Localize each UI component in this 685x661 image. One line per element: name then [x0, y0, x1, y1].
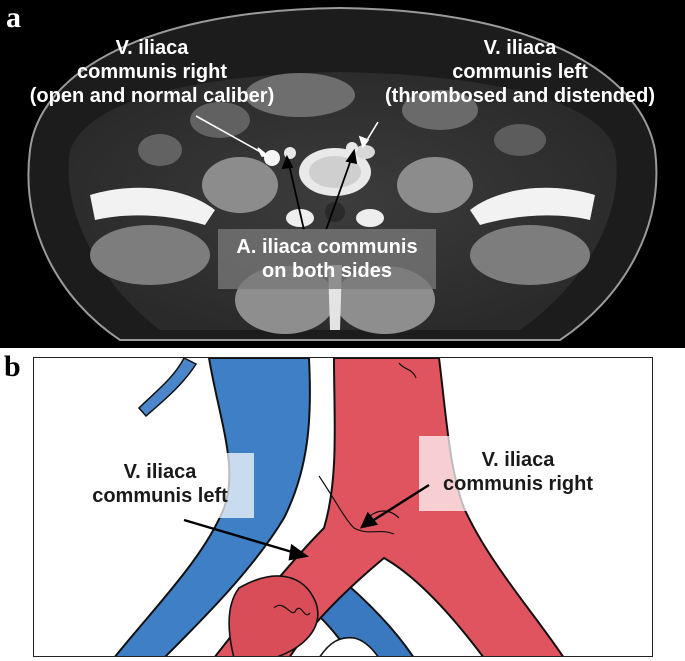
illustration-panel — [33, 357, 653, 657]
gluteal-muscle-right — [90, 225, 210, 285]
arrow-left-vein — [183, 518, 300, 556]
label-b-left: V. iliaca communis left — [70, 460, 250, 508]
label-line: on both sides — [262, 260, 392, 282]
bifurcation-gap — [319, 636, 379, 656]
artery-iliaca-left — [346, 142, 358, 154]
label-box-right — [419, 436, 604, 511]
ct-scan-panel — [0, 0, 685, 348]
label-line: V. iliaca — [115, 37, 189, 59]
facet-joint — [356, 209, 384, 227]
vein-iliaca-right — [264, 150, 280, 166]
sketch-line — [318, 475, 395, 535]
bowel-loop — [190, 102, 250, 138]
ct-scan-image — [27, 6, 658, 341]
label-artery: A. iliaca communis on both sides — [218, 235, 436, 283]
bowel-loop — [402, 90, 478, 130]
sketch-line — [398, 362, 417, 379]
panel-letter-b: b — [4, 350, 21, 383]
panel-letter-a: a — [6, 1, 21, 34]
facet-joint — [286, 209, 314, 227]
psoas-muscle-left — [397, 157, 473, 213]
label-line: communis right — [76, 61, 227, 83]
artery-label-box — [218, 229, 436, 289]
arrow-head — [281, 154, 294, 170]
label-line: communis left — [452, 61, 588, 83]
vertebral-marrow — [309, 156, 361, 188]
arrow-head — [257, 147, 271, 157]
arrow-right-vein — [368, 483, 430, 525]
label-line: communis left — [92, 485, 228, 507]
label-line: A. iliaca communis — [236, 236, 418, 258]
vein-iliaca-left — [355, 145, 375, 159]
sketch-line — [273, 604, 311, 616]
iliac-bone-right — [90, 187, 215, 225]
label-vein-left: V. iliaca communis left (thrombosed and … — [356, 36, 684, 108]
iliac-bone-left — [470, 187, 595, 225]
arrow-artery-right — [287, 159, 305, 231]
psoas-muscle-right — [202, 157, 278, 213]
bowel-loop — [245, 73, 355, 117]
bowel-loop — [494, 124, 546, 156]
arrow-head — [359, 511, 379, 529]
vessel-illustration — [99, 358, 604, 656]
artery-iliaca-right — [284, 147, 296, 159]
arrow-right-vein — [195, 115, 267, 156]
label-line: (open and normal caliber) — [29, 85, 275, 107]
arrow-head — [358, 135, 370, 149]
label-line: V. iliaca — [483, 37, 557, 59]
arrow-head — [345, 148, 358, 165]
label-line: (thrombosed and distended) — [385, 85, 655, 107]
artery-branch — [228, 575, 319, 656]
vein-branch — [137, 358, 198, 418]
arrow-head — [288, 543, 309, 561]
bowel-loop — [138, 134, 182, 166]
label-b-right: V. iliaca communis right — [418, 448, 618, 496]
label-box-left — [99, 453, 254, 518]
label-vein-right: V. iliaca communis right (open and norma… — [0, 36, 304, 108]
label-line: V. iliaca — [481, 449, 555, 471]
arrow-artery-left — [325, 153, 354, 231]
gluteal-muscle-left — [470, 225, 590, 285]
label-line: communis right — [442, 473, 593, 495]
label-line: V. iliaca — [123, 461, 197, 483]
